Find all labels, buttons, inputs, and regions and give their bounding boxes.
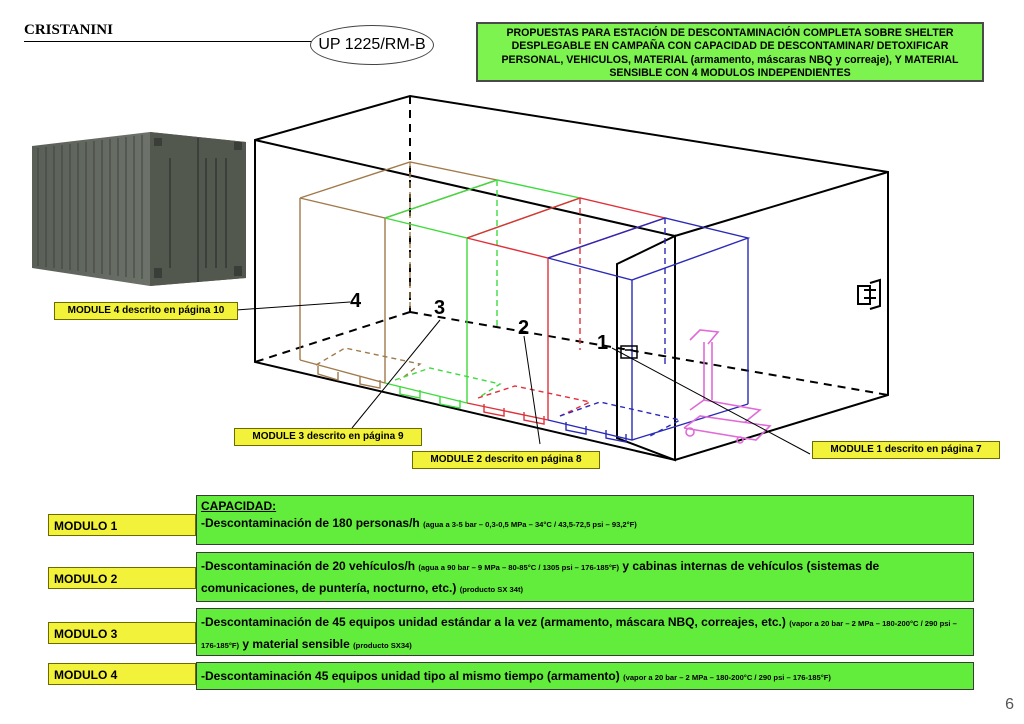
- module-3-main-continued: y material sensible: [242, 637, 350, 651]
- module-2-description: -Descontaminación de 20 vehículos/h (agu…: [196, 552, 974, 602]
- module-2-main-continued: y cabinas internas de vehículos (sistema…: [201, 559, 880, 595]
- module-4-label: MODULO 4: [48, 663, 196, 685]
- callout-module-4: MODULE 4 descrito en página 10: [54, 302, 238, 320]
- shelter-outline: [254, 94, 889, 462]
- module-1-label: MODULO 1: [48, 514, 196, 536]
- module-number-4: 4: [350, 290, 362, 312]
- module-3-frame: [384, 179, 583, 409]
- module-1-frame: [547, 217, 751, 443]
- module-2-main: -Descontaminación de 20 vehículos/h: [201, 559, 416, 573]
- module-4-description: -Descontaminación 45 equipos unidad tipo…: [196, 662, 974, 690]
- module-1-detail: (agua a 3-5 bar – 0,3-0,5 MPa – 34°C / 4…: [423, 520, 637, 529]
- leader-line-module3: [351, 319, 441, 429]
- module-number-3: 3: [434, 297, 445, 319]
- module-3-main: -Descontaminación de 45 equipos unidad e…: [201, 615, 786, 629]
- container-photo: [32, 132, 246, 286]
- module-2-label: MODULO 2: [48, 567, 196, 589]
- module-3-label: MODULO 3: [48, 622, 196, 644]
- module-3-detail-continued: (producto SX34): [353, 641, 412, 650]
- callout-module-1: MODULE 1 descrito en página 7: [812, 441, 1000, 459]
- callout-module-2: MODULE 2 descrito en página 8: [412, 451, 600, 469]
- leader-line-module1: [611, 347, 811, 455]
- module-3-description: -Descontaminación de 45 equipos unidad e…: [196, 608, 974, 656]
- module-3-detail: (vapor a 20 bar – 2 MPa – 180-200°C / 29…: [201, 619, 957, 650]
- brand-underline: [24, 41, 314, 42]
- module-number-2: 2: [518, 317, 529, 339]
- module-1-description: CAPACIDAD: -Descontaminación de 180 pers…: [196, 495, 974, 545]
- leader-line-module4: [235, 301, 351, 311]
- callout-module-3: MODULE 3 descrito en página 9: [234, 428, 422, 446]
- module-4-detail: (vapor a 20 bar – 2 MPa – 180-200°C / 29…: [623, 673, 831, 682]
- module-2-detail-continued: (producto SX 34t): [459, 585, 524, 594]
- pallet-trolley-icon: [683, 329, 772, 444]
- title-box: PROPUESTAS PARA ESTACIÓN DE DESCONTAMINA…: [476, 22, 984, 82]
- reference-oval: UP 1225/RM-B: [310, 25, 434, 65]
- brand-name: CRISTANINI: [24, 22, 113, 38]
- module-number-1: 1: [597, 332, 608, 354]
- door-handle-icon: [857, 278, 881, 310]
- module-1-main: -Descontaminación de 180 personas/h: [201, 516, 420, 530]
- reference-code: UP 1225/RM-B: [318, 36, 426, 53]
- leader-line-module2: [523, 335, 541, 445]
- module-2-detail: (agua a 90 bar – 9 MPa – 80-85°C / 1305 …: [418, 563, 620, 572]
- module-4-main: -Descontaminación 45 equipos unidad tipo…: [201, 669, 620, 683]
- module-1-marker-icon: [620, 345, 638, 359]
- capacity-heading: CAPACIDAD:: [201, 499, 277, 513]
- title-text: PROPUESTAS PARA ESTACIÓN DE DESCONTAMINA…: [501, 27, 959, 80]
- page-number: 6: [1005, 696, 1014, 713]
